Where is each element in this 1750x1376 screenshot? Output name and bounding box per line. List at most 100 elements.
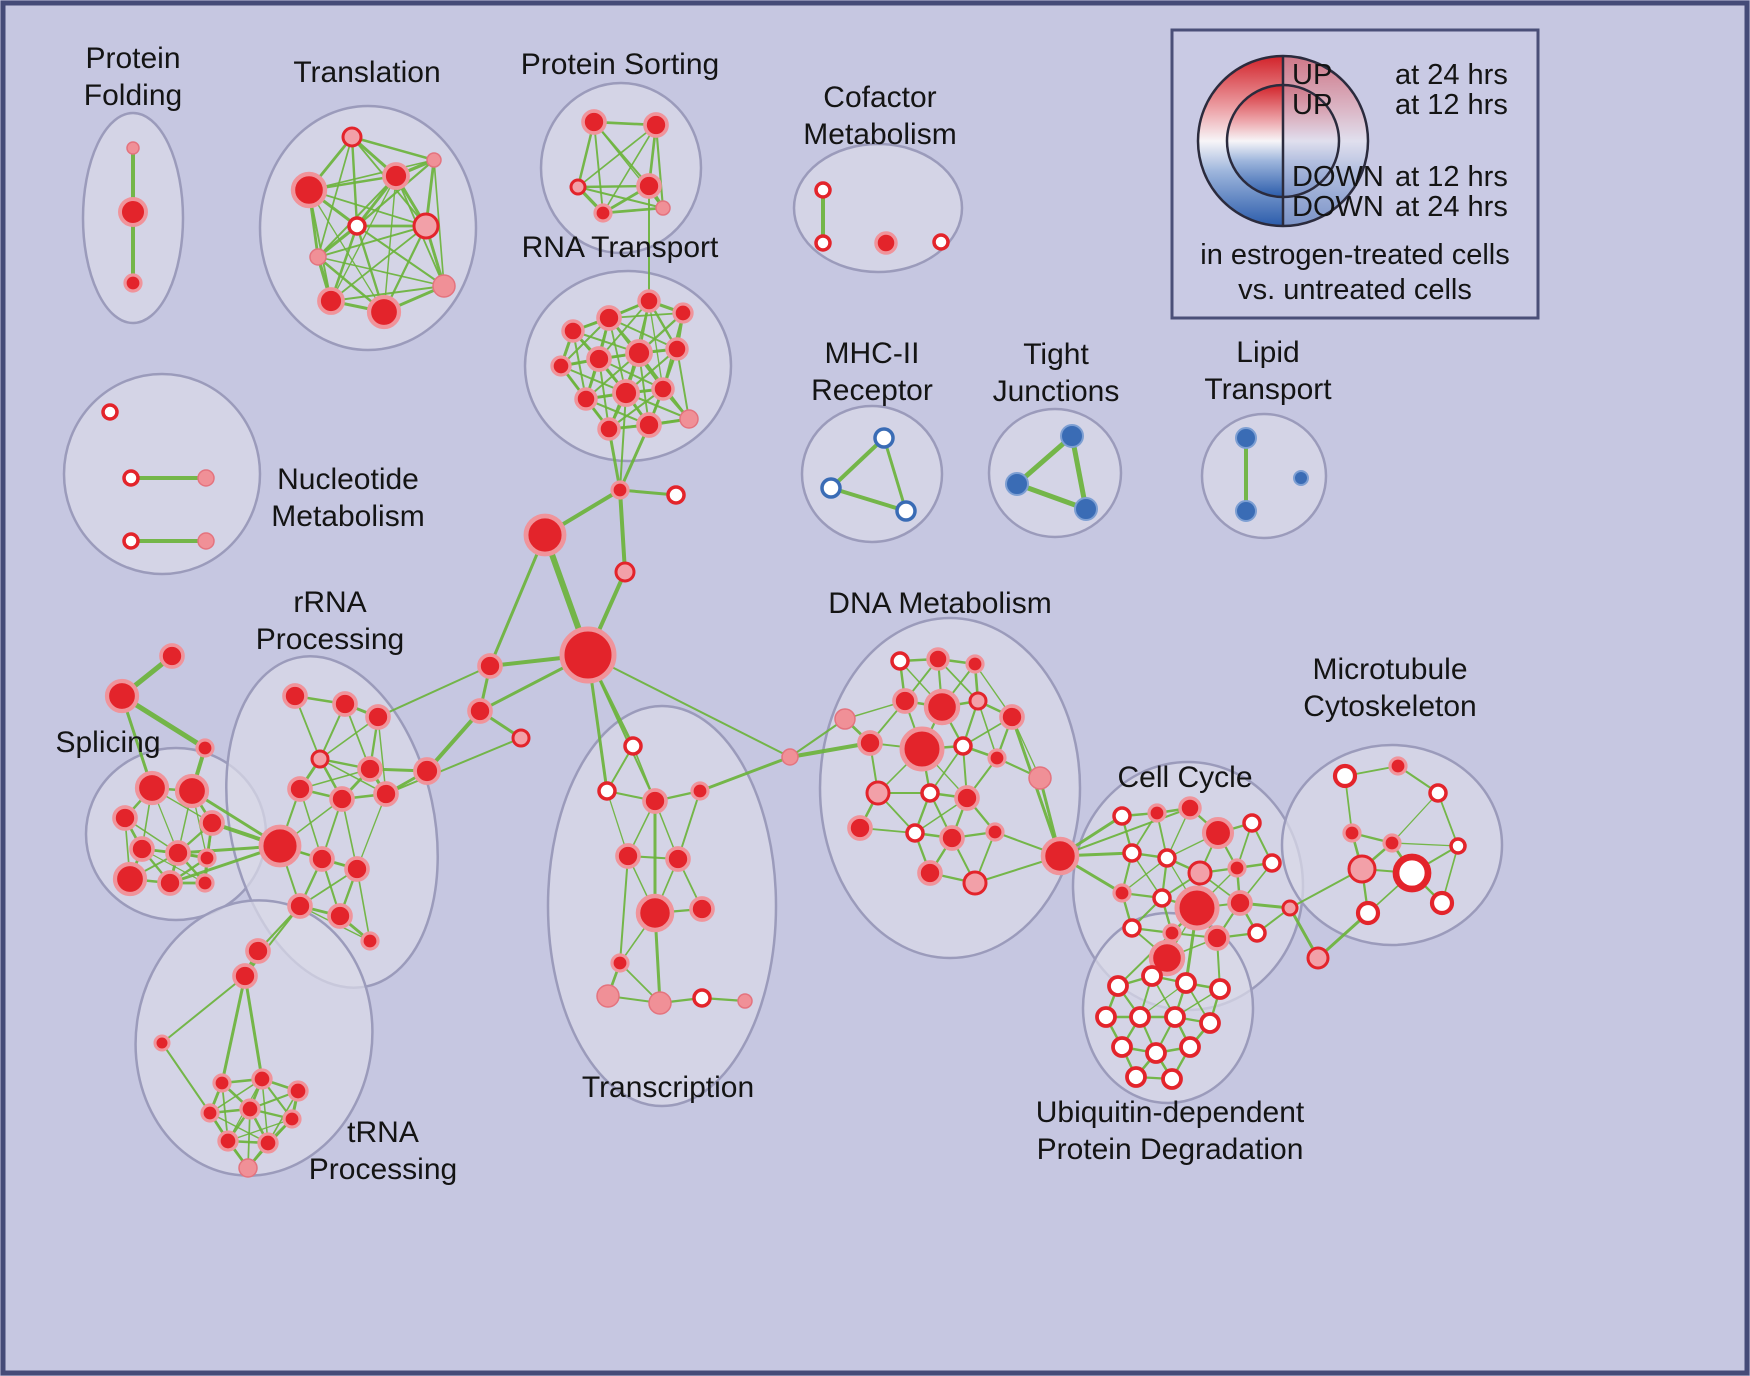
legend-down-12-time: at 12 hrs bbox=[1395, 161, 1508, 193]
edge bbox=[377, 716, 387, 795]
edge bbox=[601, 206, 665, 215]
node-r bbox=[625, 339, 653, 367]
node-r bbox=[258, 824, 302, 868]
node-p bbox=[655, 200, 671, 216]
edge bbox=[261, 1078, 269, 1144]
node-r bbox=[287, 893, 313, 919]
node-r bbox=[635, 893, 675, 933]
node-r bbox=[643, 112, 669, 138]
node-r bbox=[217, 1130, 239, 1152]
node-r bbox=[1040, 836, 1080, 876]
legend-up-24-time: at 24 hrs bbox=[1395, 59, 1508, 91]
node-r bbox=[112, 861, 148, 897]
node-o bbox=[1122, 843, 1142, 863]
node-r bbox=[665, 846, 691, 872]
node-o bbox=[666, 485, 686, 505]
node-o bbox=[347, 216, 367, 236]
node-r bbox=[165, 840, 191, 866]
node-o bbox=[1141, 965, 1163, 987]
node-o bbox=[1392, 853, 1432, 893]
edge bbox=[593, 121, 604, 214]
node-r bbox=[1162, 923, 1182, 943]
node-r bbox=[195, 738, 215, 758]
node-r bbox=[1227, 858, 1247, 878]
node-o bbox=[1122, 918, 1142, 938]
edge bbox=[383, 175, 397, 313]
node-r bbox=[104, 678, 140, 714]
node-r bbox=[366, 294, 402, 330]
node-ph bbox=[614, 561, 636, 583]
node-r bbox=[174, 773, 210, 809]
node-o bbox=[1145, 1042, 1167, 1064]
node-b bbox=[1235, 500, 1257, 522]
node-o bbox=[1175, 972, 1197, 994]
edge bbox=[377, 665, 491, 718]
edge bbox=[654, 123, 665, 210]
node-ob bbox=[873, 427, 895, 449]
node-r bbox=[615, 843, 641, 869]
node-r bbox=[1382, 833, 1402, 853]
edge bbox=[698, 755, 792, 793]
node-r bbox=[153, 1034, 171, 1052]
node-r bbox=[129, 836, 155, 862]
node-r bbox=[212, 1073, 232, 1093]
node-r bbox=[1204, 925, 1230, 951]
edge bbox=[308, 189, 385, 313]
node-r bbox=[159, 643, 185, 669]
node-r bbox=[923, 688, 961, 726]
node-p bbox=[426, 152, 442, 168]
node-r bbox=[329, 786, 355, 812]
node-r bbox=[360, 931, 380, 951]
edge bbox=[330, 175, 397, 302]
node-ph bbox=[962, 870, 988, 896]
node-r bbox=[637, 289, 661, 313]
node-o bbox=[1152, 888, 1172, 908]
edge bbox=[1391, 792, 1439, 844]
node-o bbox=[905, 823, 925, 843]
label-lipid-transport: Transport bbox=[1204, 373, 1332, 406]
cluster-lipid-transport bbox=[1200, 412, 1328, 540]
node-r bbox=[642, 788, 668, 814]
node-ph bbox=[865, 780, 891, 806]
node-o bbox=[1112, 806, 1132, 826]
node-r bbox=[593, 203, 613, 223]
node-r bbox=[689, 896, 715, 922]
edge bbox=[355, 158, 436, 228]
node-o bbox=[1242, 813, 1262, 833]
node-o bbox=[814, 234, 832, 252]
edge bbox=[220, 974, 247, 1085]
node-r bbox=[874, 231, 898, 255]
node-o bbox=[1179, 1036, 1201, 1058]
node-r bbox=[257, 1132, 279, 1154]
node-o bbox=[1199, 1012, 1221, 1034]
edge bbox=[317, 256, 445, 287]
label-tight-junctions: Tight bbox=[1023, 338, 1089, 371]
node-o bbox=[1161, 1068, 1183, 1090]
label-microtubule-cytoskeleton: Microtubule bbox=[1312, 653, 1467, 686]
node-o bbox=[1429, 890, 1455, 916]
edge bbox=[977, 700, 998, 759]
node-ob bbox=[820, 477, 842, 499]
edge bbox=[882, 436, 908, 513]
node-p bbox=[679, 409, 699, 429]
edge bbox=[829, 486, 908, 513]
edge bbox=[602, 124, 657, 214]
node-r bbox=[282, 683, 308, 709]
edge bbox=[789, 718, 846, 758]
node-o bbox=[1209, 978, 1231, 1000]
node-o bbox=[1449, 837, 1467, 855]
node-r bbox=[523, 513, 567, 557]
node-ph bbox=[412, 212, 440, 240]
node-p bbox=[309, 248, 327, 266]
node-r bbox=[199, 810, 225, 836]
edge bbox=[619, 392, 627, 491]
node-r bbox=[251, 1068, 273, 1090]
node-b bbox=[1060, 424, 1084, 448]
node-r bbox=[245, 938, 271, 964]
edge bbox=[577, 124, 657, 188]
node-b bbox=[1293, 470, 1309, 486]
node-o bbox=[101, 403, 119, 421]
edge bbox=[330, 225, 427, 302]
label-ubiquitin: Ubiquitin-dependent bbox=[1036, 1096, 1305, 1129]
